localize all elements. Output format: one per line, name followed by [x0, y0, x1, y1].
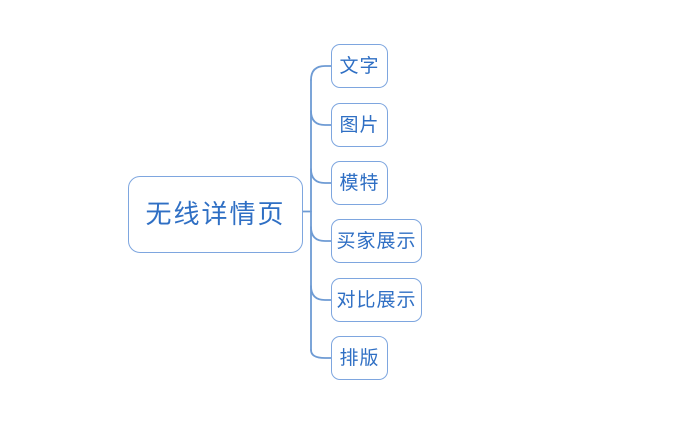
connector-branch-1 — [310, 110, 332, 126]
child-node-model[interactable]: 模特 — [331, 161, 388, 205]
child-node-buyer-showcase[interactable]: 买家展示 — [331, 219, 422, 263]
child-node-image[interactable]: 图片 — [331, 103, 388, 147]
connector-branch-3 — [310, 226, 332, 242]
root-node[interactable]: 无线详情页 — [128, 176, 303, 253]
child-node-comparison-showcase[interactable]: 对比展示 — [331, 278, 422, 322]
child-node-layout[interactable]: 排版 — [331, 336, 388, 380]
connector-branch-2 — [310, 168, 332, 184]
connector-branch-5 — [310, 349, 332, 359]
connector-branch-4 — [310, 285, 332, 301]
connector-branch-0 — [310, 65, 332, 81]
child-node-text[interactable]: 文字 — [331, 44, 388, 88]
